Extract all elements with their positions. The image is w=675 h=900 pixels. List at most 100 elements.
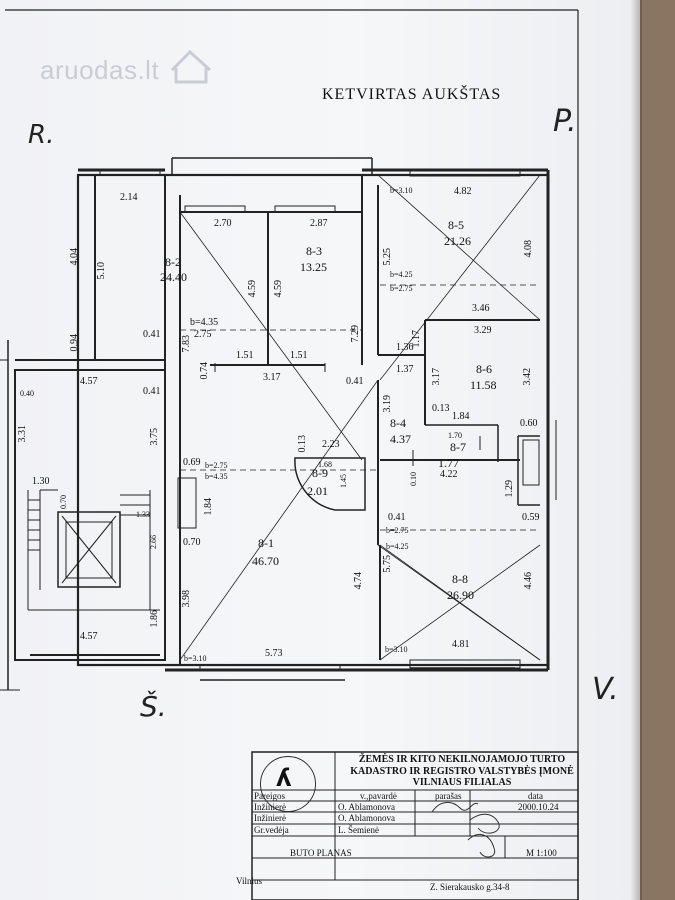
dimension-label: 0.70 — [183, 537, 201, 548]
room-id: 8-5 — [448, 218, 464, 232]
dimension-label: 1.68 — [318, 460, 332, 469]
dimension-label: 4.22 — [440, 469, 458, 480]
dimension-label: 5.10 — [96, 262, 107, 280]
dimension-label: 0.74 — [199, 362, 210, 380]
org-name: ŽEMĖS IR KITO NEKILNOJAMOJO TURTO KADAST… — [350, 754, 574, 789]
room-area: 21.26 — [444, 234, 471, 248]
row1-date: 2000.10.24 — [518, 802, 559, 812]
dimension-label: b=4.25 — [390, 270, 413, 279]
paper-sheet — [0, 0, 640, 900]
dimension-label: 0.41 — [143, 386, 161, 397]
row1-name: O. Ablamonova — [338, 802, 395, 812]
dimension-label: 2.14 — [120, 192, 138, 203]
room-area: 26.90 — [447, 588, 474, 602]
dimension-label: 3.17 — [263, 372, 281, 383]
dimension-label: 4.57 — [80, 376, 98, 387]
org-line-1: ŽEMĖS IR KITO NEKILNOJAMOJO TURTO — [358, 754, 566, 765]
dimension-label: 2.70 — [214, 218, 232, 229]
dimension-label: 0.40 — [20, 389, 34, 398]
dimension-label: 3.98 — [181, 590, 192, 608]
dimension-label: 1.84 — [203, 498, 214, 516]
dimension-label: 1.30 — [32, 476, 50, 487]
dimension-label: 1.45 — [339, 474, 348, 488]
room-id: 8-8 — [452, 572, 468, 586]
org-line-2: KADASTRO IR REGISTRO VALSTYBĖS ĮMONĖ — [350, 765, 574, 777]
dimension-label: 4.82 — [454, 186, 472, 197]
row2-role: Inžinierė — [254, 813, 286, 823]
col-data: data — [528, 791, 543, 801]
dimension-label: b=4.35 — [190, 317, 219, 328]
dimension-label: 5.25 — [382, 248, 393, 266]
dimension-label: b=4.25 — [386, 542, 409, 551]
compass-south-right: V. — [592, 672, 619, 707]
dimension-label: 2.66 — [149, 535, 158, 549]
dimension-label: 0.69 — [183, 457, 201, 468]
room-area: 1.77 — [438, 456, 459, 470]
dimension-label: 1.51 — [290, 350, 308, 361]
kadastras-logo-mark: ʎ — [276, 764, 292, 792]
col-pavarde: v.,pavardė — [360, 791, 397, 801]
dimension-label: 4.46 — [523, 572, 534, 590]
dimension-label: 0.70 — [59, 495, 68, 509]
dimension-label: 1.84 — [452, 411, 470, 422]
room-area: 13.25 — [300, 260, 327, 274]
dimension-label: 1.70 — [448, 431, 462, 440]
dimension-label: 1.37 — [396, 364, 414, 375]
dimension-label: 3.46 — [472, 303, 490, 314]
dimension-label: 3.19 — [382, 395, 393, 413]
org-line-3: VILNIAUS FILIALAS — [412, 777, 512, 788]
title-block: ʎ ŽEMĖS IR KITO NEKILNOJAMOJO TURTO KADA… — [236, 750, 580, 900]
dimension-label: 0.13 — [297, 435, 308, 453]
room-id: 8-6 — [476, 362, 492, 376]
compass-north-right: P. — [553, 104, 577, 139]
floor-plan-drawing — [0, 9, 579, 900]
room-id: 8-2 — [165, 255, 181, 269]
room-area: 4.37 — [390, 432, 411, 446]
kadastras-logo — [260, 756, 316, 812]
col-parasas: parašas — [435, 791, 462, 801]
dimension-label: 3.42 — [522, 368, 533, 386]
room-id: 8-4 — [390, 416, 406, 430]
col-pareigos: Pareigos — [254, 791, 285, 801]
dimension-label: b=3.10 — [390, 186, 413, 195]
dimension-label: 3.75 — [149, 428, 160, 446]
dimension-label: 7.29 — [350, 325, 361, 343]
dimension-label: 3.29 — [474, 325, 492, 336]
dimension-label: 4.59 — [247, 280, 258, 298]
compass-north-left: R. — [28, 120, 55, 150]
dimension-label: 1.33 — [136, 510, 150, 519]
room-id: 8-7 — [450, 440, 466, 454]
dimension-label: 2.23 — [322, 439, 340, 450]
dimension-label: 5.75 — [382, 555, 393, 573]
room-id: 8-1 — [258, 536, 274, 550]
dimension-label: 1.51 — [236, 350, 254, 361]
room-area: 46.70 — [252, 554, 279, 568]
scale: M 1:100 — [526, 848, 557, 858]
dimension-label: 4.81 — [452, 639, 470, 650]
dimension-label: 1.17 — [411, 330, 422, 348]
dimension-label: 4.59 — [273, 280, 284, 298]
dimension-label: 0.94 — [69, 334, 80, 352]
room-id: 8-9 — [312, 466, 328, 480]
dimension-label: 2.87 — [310, 218, 328, 229]
dimension-label: 2.75 — [194, 329, 212, 340]
dimension-label: 4.04 — [69, 248, 80, 266]
dimension-label: 0.10 — [409, 472, 418, 486]
room-area: 24.40 — [160, 270, 187, 284]
doc-name: BUTO PLANAS — [290, 848, 352, 858]
city: Vilnius — [236, 876, 262, 886]
dimension-label: 0.41 — [143, 329, 161, 340]
dimension-label: 0.41 — [388, 512, 406, 523]
address: Z. Sierakausko g.34-8 — [430, 882, 510, 892]
dimension-label: 3.31 — [17, 425, 28, 443]
dimension-label: 0.59 — [522, 512, 540, 523]
room-id: 8-3 — [306, 244, 322, 258]
dimension-label: 0.41 — [346, 376, 364, 387]
dimension-label: 1.29 — [504, 480, 515, 498]
dimension-label: 0.13 — [432, 403, 450, 414]
room-area: 2.01 — [307, 484, 328, 498]
row3-name: L. Šemienė — [338, 825, 379, 835]
dimension-label: 1.36 — [396, 342, 414, 353]
watermark: aruodas.lt — [40, 55, 160, 85]
row1-role: Inžinierė — [254, 802, 286, 812]
